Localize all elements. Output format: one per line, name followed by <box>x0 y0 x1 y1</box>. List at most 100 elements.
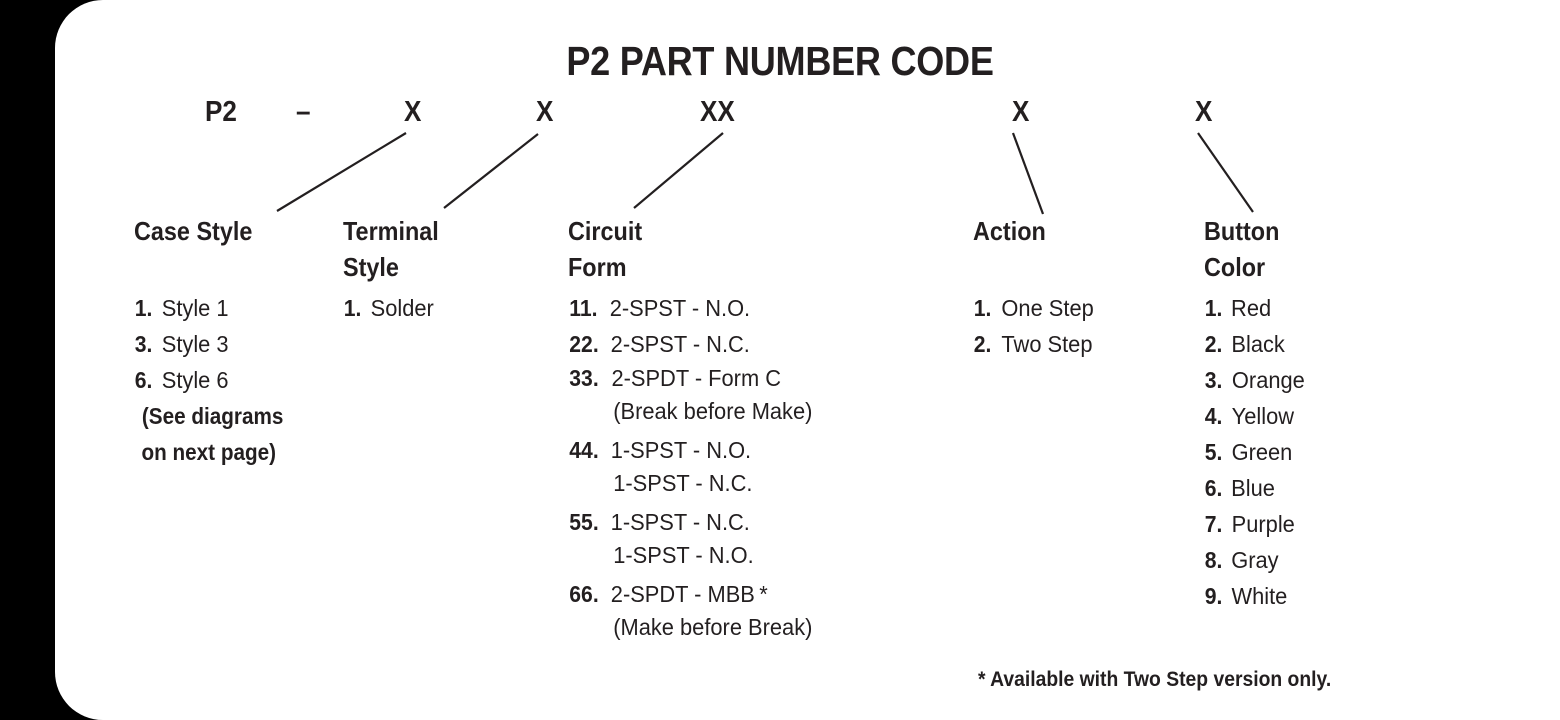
heading-line: Color <box>1204 252 1266 282</box>
item-label: Yellow <box>1231 403 1295 429</box>
item-label: 2-SPST - N.O. <box>609 295 750 321</box>
list-item: 3. Orange <box>1204 362 1307 398</box>
item-label: 1-SPST - N.C. <box>610 509 750 535</box>
item-number: 44. <box>569 437 599 463</box>
item-number: 5. <box>1204 439 1223 465</box>
option-list-case-style: 1.Style 1 3. Style 3 6. Style 6 (See diagrams… <box>134 290 291 470</box>
code-segment: – <box>296 96 311 128</box>
item-number: 11. <box>569 295 598 321</box>
item-label: Orange <box>1232 367 1305 393</box>
item-label: Gray <box>1231 547 1279 573</box>
list-item: 6. Style 6 <box>134 362 291 398</box>
heading-line: Style <box>343 252 399 282</box>
item-line-secondary: (Break before Make) <box>613 398 813 424</box>
white-rounded-panel <box>55 0 1560 720</box>
item-asterisk: * <box>758 581 768 607</box>
list-item: 4. Yellow <box>1204 398 1307 434</box>
item-number: 1. <box>973 295 992 321</box>
item-line-secondary: 1-SPST - N.O. <box>613 542 754 568</box>
code-segment: X <box>404 96 422 128</box>
list-item: 6. Blue <box>1204 470 1307 506</box>
item-number: 1. <box>343 295 362 321</box>
item-label: 1-SPST - N.O. <box>610 437 752 463</box>
item-number: 4. <box>1204 403 1223 429</box>
list-item: 1.Style 1 <box>134 290 291 326</box>
item-number: 6. <box>1204 475 1223 501</box>
leader-circuit-form <box>633 132 724 209</box>
list-item: 1.Red <box>1204 290 1307 326</box>
item-label: Red <box>1231 295 1272 321</box>
item-number: 8. <box>1204 547 1223 573</box>
code-segment: X <box>1012 96 1030 128</box>
list-item: 22.2-SPST - N.C. <box>568 326 818 362</box>
list-item: 2.Two Step <box>973 326 1096 362</box>
item-label: Solder <box>370 295 435 321</box>
heading-line: Terminal <box>343 216 439 246</box>
item-line-secondary: (Make before Break) <box>613 614 813 640</box>
leader-case-style <box>276 132 407 212</box>
item-label: Black <box>1231 331 1286 357</box>
item-label: 2-SPDT - MBB <box>610 581 755 607</box>
item-label: 2-SPST - N.C. <box>610 331 750 357</box>
column-heading-case-style: Case Style <box>134 213 252 249</box>
page-title: P2 PART NUMBER CODE <box>566 38 994 84</box>
item-label: Green <box>1231 439 1293 465</box>
item-number: 6. <box>134 367 153 393</box>
list-item: 66. 2-SPDT - MBB* (Make before Break) <box>568 578 818 644</box>
list-item: 44. 1-SPST - N.O. 1-SPST - N.C. <box>568 434 818 500</box>
list-item: 1.One Step <box>973 290 1096 326</box>
list-item: on next page) <box>134 434 291 470</box>
leader-button-color <box>1197 132 1254 213</box>
item-label: on next page) <box>141 439 277 465</box>
item-number: 2. <box>1204 331 1223 357</box>
item-label: Style 3 <box>161 331 229 357</box>
item-number: 1. <box>134 295 153 321</box>
item-label: (See diagrams <box>141 403 284 429</box>
list-item: 55. 1-SPST - N.C. 1-SPST - N.O. <box>568 506 818 572</box>
heading-line: Case Style <box>134 216 253 246</box>
list-item: (See diagrams <box>134 398 291 434</box>
column-heading-action: Action <box>973 213 1046 249</box>
item-line-primary: 66. 2-SPDT - MBB* <box>568 578 818 611</box>
item-number: 55. <box>569 509 599 535</box>
list-item: 1. Solder <box>343 290 436 326</box>
leader-action <box>1011 132 1045 215</box>
heading-line: Button <box>1204 216 1280 246</box>
item-line-primary: 55. 1-SPST - N.C. <box>568 506 818 539</box>
item-number: 7. <box>1204 511 1223 537</box>
item-number: 3. <box>134 331 153 357</box>
leader-terminal-style <box>443 133 539 209</box>
list-item: 33.2-SPDT - Form C(Break before Make) <box>568 362 818 428</box>
option-list-terminal-style: 1. Solder <box>343 290 436 326</box>
option-list-circuit-form: 11.2-SPST - N.O.22.2-SPST - N.C.33.2-SPD… <box>568 290 818 650</box>
heading-line: Form <box>568 252 627 282</box>
code-segment: P2 <box>205 96 237 128</box>
item-number: 2. <box>973 331 992 357</box>
item-number: 66. <box>569 581 599 607</box>
heading-line: Action <box>973 216 1046 246</box>
item-line-primary: 44. 1-SPST - N.O. <box>568 434 818 467</box>
list-item: 2. Black <box>1204 326 1307 362</box>
item-number: 3. <box>1204 367 1223 393</box>
item-line-secondary: 1-SPST - N.C. <box>613 470 753 496</box>
item-label: Blue <box>1231 475 1276 501</box>
item-number: 33. <box>569 365 599 391</box>
list-item: 11. 2-SPST - N.O. <box>568 290 818 326</box>
item-label: Purple <box>1231 511 1296 537</box>
list-item: 8. Gray <box>1204 542 1307 578</box>
list-item: 9.White <box>1204 578 1307 614</box>
item-label: Style 6 <box>161 367 229 393</box>
footnote: * Available with Two Step version only. <box>978 668 1332 691</box>
heading-line: Circuit <box>568 216 643 246</box>
